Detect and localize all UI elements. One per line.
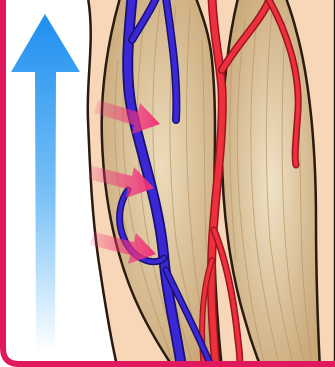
diagram-frame [0, 0, 335, 367]
leg-illustration [0, 0, 335, 367]
